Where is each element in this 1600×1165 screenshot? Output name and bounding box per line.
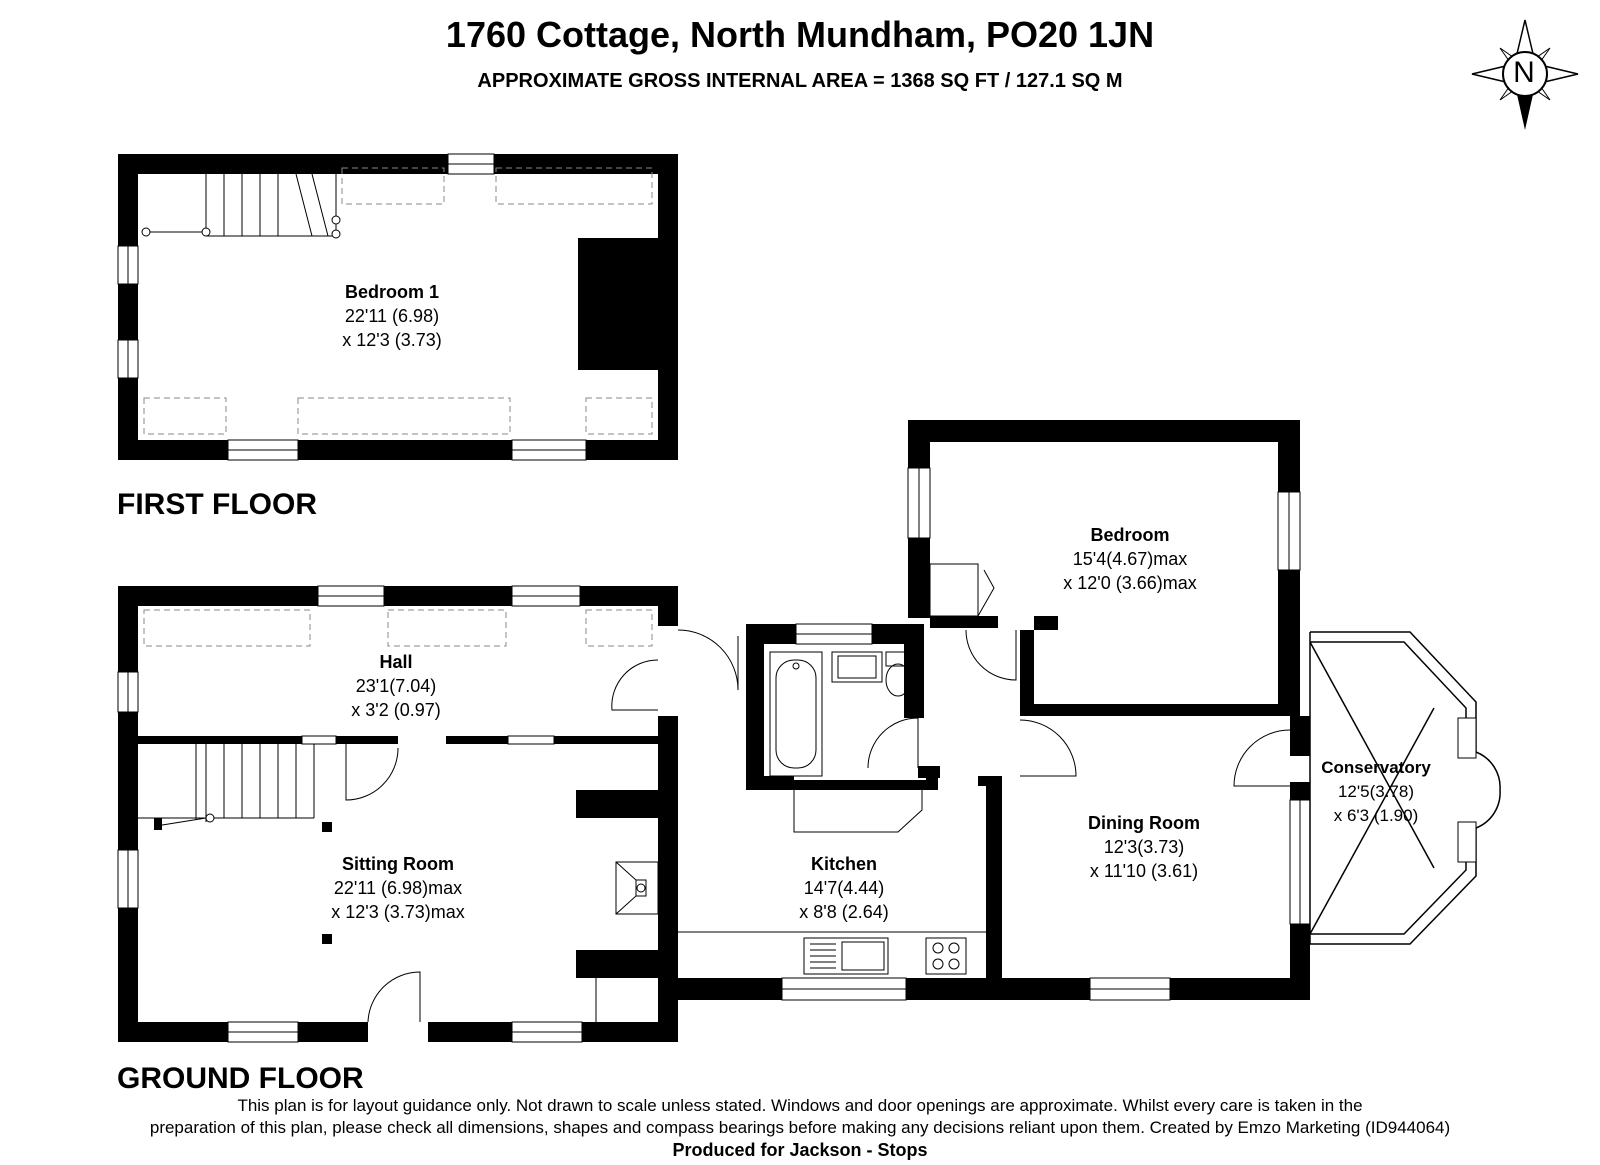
room-dimension-width: x 6'3 (1.90) xyxy=(1333,806,1419,825)
room-name: Bedroom 1 xyxy=(344,282,440,302)
room-dimension-length: 22'11 (6.98) xyxy=(344,306,440,326)
compass-north-letter: N xyxy=(1513,56,1535,89)
room-dimension-length: 14'7(4.44) xyxy=(803,878,885,898)
room-name: Hall xyxy=(379,652,413,672)
room-dimension-length: 22'11 (6.98)max xyxy=(333,878,463,898)
room-dimension-width: x 12'0 (3.66)max xyxy=(1063,573,1197,593)
room-dimension-length: 23'1(7.04) xyxy=(355,676,437,696)
first-floor-plan xyxy=(117,153,678,461)
room-label-sitting-room: Sitting Room 22'11 (6.98)max x 12'3 (3.7… xyxy=(331,852,465,924)
produced-for: Produced for Jackson - Stops xyxy=(672,1140,928,1160)
room-name: Bedroom xyxy=(1090,525,1170,545)
room-name: Sitting Room xyxy=(342,854,454,874)
room-dimension-width: x 8'8 (2.64) xyxy=(799,902,889,922)
room-label-kitchen: Kitchen 14'7(4.44) x 8'8 (2.64) xyxy=(799,852,888,924)
room-name: Kitchen xyxy=(810,854,878,874)
disclaimer-line-1: This plan is for layout guidance only. N… xyxy=(237,1096,1363,1115)
room-label-hall: Hall 23'1(7.04) x 3'2 (0.97) xyxy=(351,650,440,722)
room-dimension-width: x 11'10 (3.61) xyxy=(1089,861,1199,881)
first-floor-label: FIRST FLOOR xyxy=(117,488,317,521)
plan-title: 1760 Cottage, North Mundham, PO20 1JN xyxy=(445,14,1155,55)
room-label-bedroom-1: Bedroom 1 22'11 (6.98) x 12'3 (3.73) xyxy=(342,280,442,352)
room-label-bedroom: Bedroom 15'4(4.67)max x 12'0 (3.66)max xyxy=(1063,523,1197,595)
room-dimension-width: x 3'2 (0.97) xyxy=(351,700,441,720)
room-label-conservatory: Conservatory 12'5(3.78) x 6'3 (1.90) xyxy=(1321,756,1431,828)
room-name: Dining Room xyxy=(1088,813,1200,833)
room-dimension-length: 12'5(3.78) xyxy=(1337,782,1415,801)
room-name: Conservatory xyxy=(1321,758,1431,777)
room-dimension-width: x 12'3 (3.73)max xyxy=(331,902,465,922)
room-dimension-length: 12'3(3.73) xyxy=(1103,837,1185,857)
north-compass-icon xyxy=(1471,19,1579,130)
room-dimension-width: x 12'3 (3.73) xyxy=(342,330,442,350)
room-dimension-length: 15'4(4.67)max xyxy=(1072,549,1188,569)
room-label-dining-room: Dining Room 12'3(3.73) x 11'10 (3.61) xyxy=(1088,811,1200,883)
disclaimer-line-2: preparation of this plan, please check a… xyxy=(149,1118,1451,1137)
disclaimer: This plan is for layout guidance only. N… xyxy=(0,1095,1600,1139)
ground-floor-plan xyxy=(117,420,1501,1043)
ground-floor-label: GROUND FLOOR xyxy=(117,1062,364,1095)
gross-area: APPROXIMATE GROSS INTERNAL AREA = 1368 S… xyxy=(477,70,1123,92)
